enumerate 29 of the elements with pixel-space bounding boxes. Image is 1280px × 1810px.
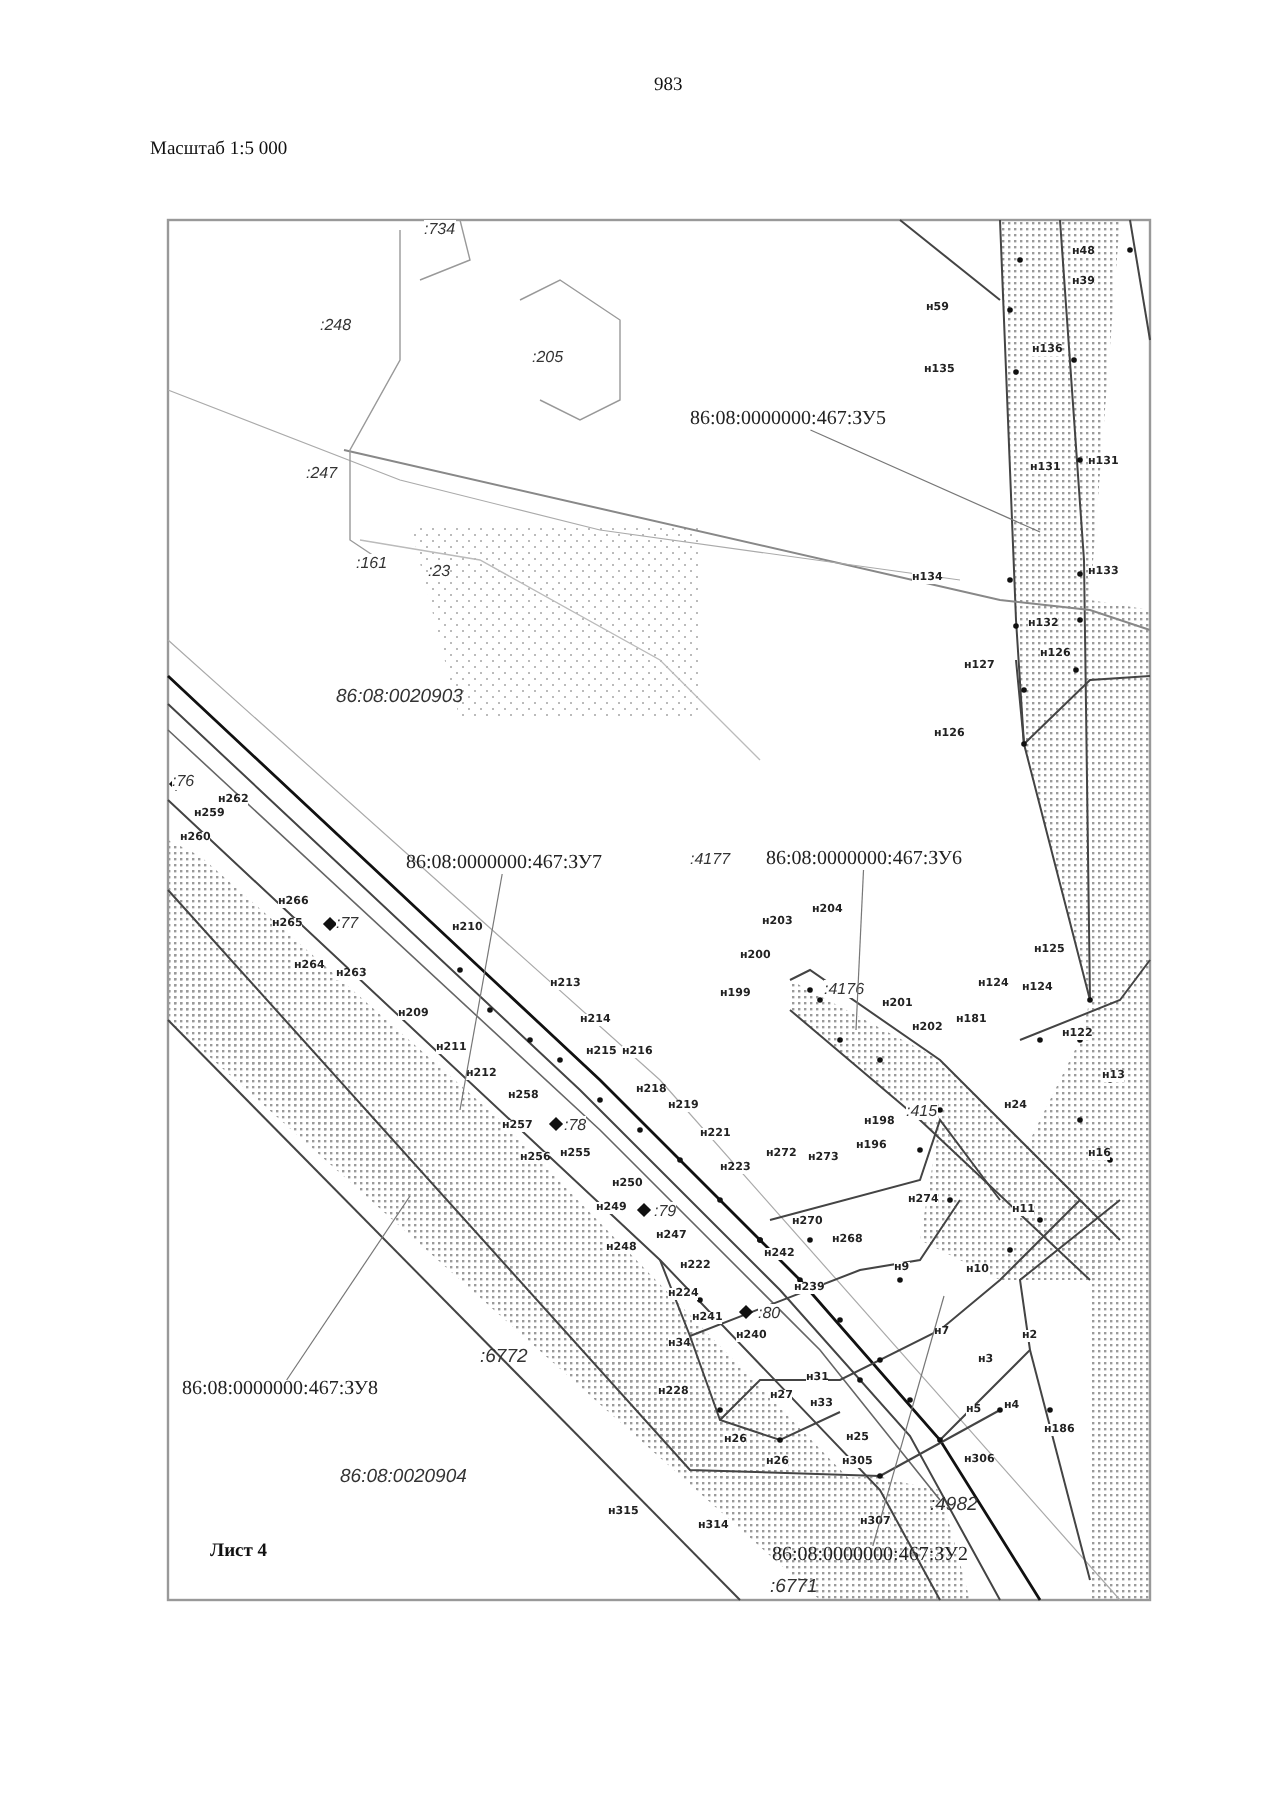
parcel-number: :248 bbox=[320, 316, 352, 334]
scale-note: Масштаб 1:5 000 bbox=[150, 140, 288, 160]
parcel-number: :161 bbox=[356, 554, 388, 572]
leader-line bbox=[459, 873, 503, 1111]
leader-line bbox=[872, 1295, 945, 1547]
parcel-number: :247 bbox=[306, 464, 338, 482]
parcel-number: :80 bbox=[758, 1304, 781, 1322]
quarter-number: 86:08:0020903 bbox=[336, 686, 463, 708]
parcel-number: :4177 bbox=[690, 850, 731, 868]
parcel-number: :6771 bbox=[770, 1576, 818, 1598]
parcel-designation: 86:08:0000000:467:ЗУ8 bbox=[182, 1380, 378, 1400]
sheet-label: Лист 4 bbox=[210, 1542, 268, 1562]
parcel-number: :78 bbox=[564, 1116, 587, 1134]
leader-line bbox=[855, 869, 865, 1031]
parcel-number: :23 bbox=[428, 562, 451, 580]
parcel-number: :77 bbox=[336, 914, 359, 932]
parcel-number: :205 bbox=[532, 348, 564, 366]
parcel-number: :79 bbox=[654, 1202, 677, 1220]
parcel-designation: 86:08:0000000:467:ЗУ5 bbox=[690, 410, 886, 430]
quarter-number: 86:08:0020904 bbox=[340, 1466, 467, 1488]
parcel-number: :415 bbox=[906, 1102, 938, 1120]
leader-line bbox=[286, 1195, 411, 1381]
leader-line bbox=[809, 429, 1041, 533]
parcel-number: :4176 bbox=[824, 980, 865, 998]
parcel-number: :76 bbox=[172, 772, 195, 790]
parcel-designation: 86:08:0000000:467:ЗУ6 bbox=[766, 850, 962, 870]
parcel-number: :734 bbox=[424, 220, 456, 238]
parcel-designation: 86:08:0000000:467:ЗУ7 bbox=[406, 854, 602, 874]
page-number: 983 bbox=[654, 76, 683, 96]
